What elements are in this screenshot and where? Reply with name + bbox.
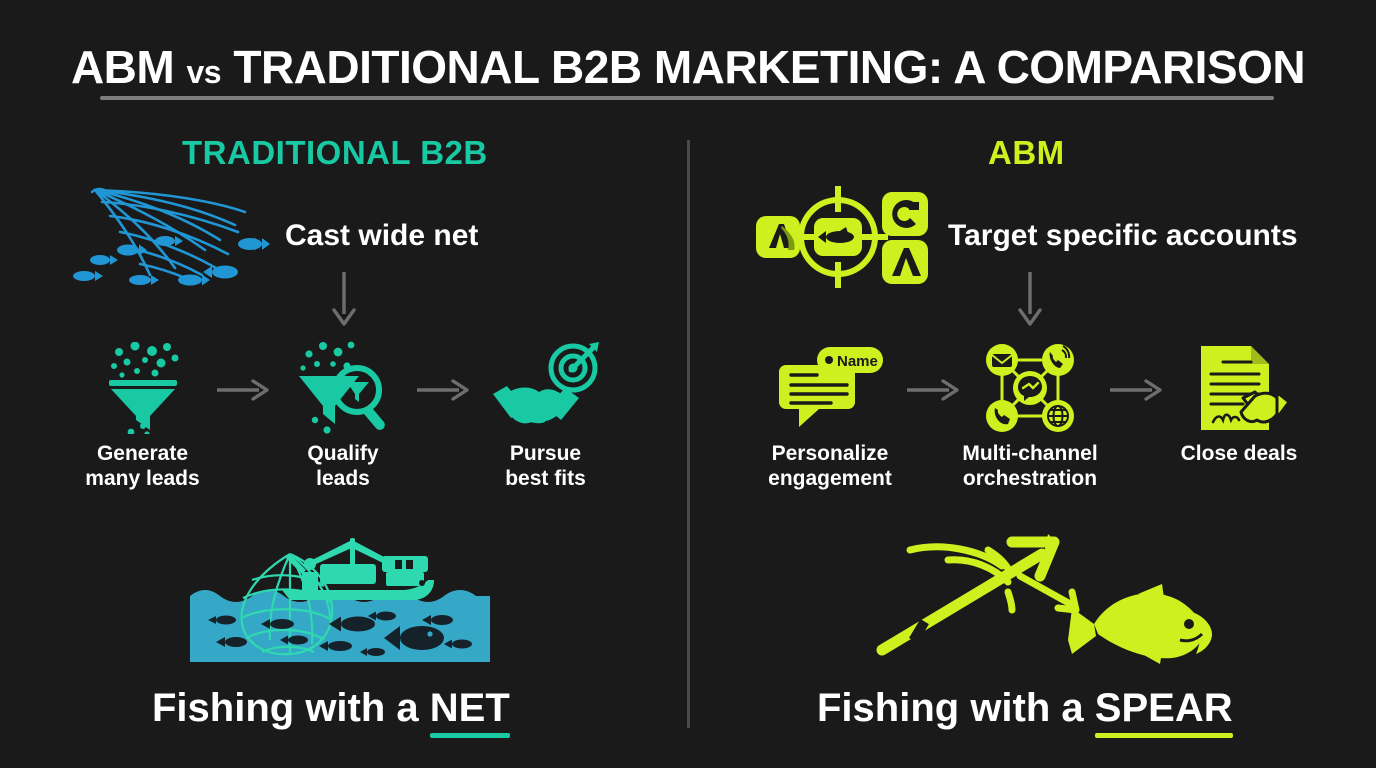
column-heading-traditional: TRADITIONAL B2B — [182, 134, 488, 171]
step-multichannel-orchestration: Multi-channel orchestration — [955, 340, 1105, 492]
flow-down-arrow-left — [330, 272, 358, 331]
speech-bubble-name-icon: Name — [755, 340, 905, 436]
step-close-deals: Close deals — [1168, 340, 1310, 467]
step-pursue-best-fits: Pursue best fits — [478, 340, 613, 492]
step-label: Generate many leads — [85, 442, 200, 490]
step-generate-many-leads: Generate many leads — [75, 340, 210, 492]
column-heading-abm: ABM — [988, 134, 1065, 171]
name-badge-text: Name — [837, 353, 878, 370]
fishing-boat-net-scene — [190, 528, 490, 673]
title-underline-rule — [100, 96, 1274, 100]
caption-highlight: NET — [429, 686, 510, 730]
step-arrow-right-1 — [905, 378, 961, 407]
hero-text-traditional: Cast wide net — [285, 219, 479, 252]
caption-underline — [429, 733, 510, 738]
multichannel-network-icon — [955, 340, 1105, 436]
caption-net: Fishing with a NET — [152, 686, 510, 738]
page-title: ABM vs TRADITIONAL B2B MARKETING: A COMP… — [0, 40, 1376, 94]
funnel-icon — [75, 340, 210, 436]
step-label: Pursue best fits — [505, 442, 586, 490]
step-label: Personalize engagement — [768, 442, 892, 490]
crosshair-target-accounts-icon — [752, 182, 930, 297]
caption-prefix: Fishing with a — [817, 686, 1095, 730]
title-part-1: ABM — [70, 41, 175, 93]
title-vs: vs — [186, 54, 222, 90]
caption-prefix: Fishing with a — [152, 686, 430, 730]
step-arrow-left-1 — [215, 378, 271, 407]
step-qualify-leads: Qualify leads — [278, 340, 408, 492]
fishing-net-icon — [70, 180, 270, 295]
caption-spear: Fishing with a SPEAR — [817, 686, 1233, 738]
step-label: Multi-channel orchestration — [962, 442, 1098, 490]
flow-down-arrow-right — [1016, 272, 1044, 331]
handshake-target-icon — [478, 340, 613, 436]
step-arrow-left-2 — [415, 378, 471, 407]
caption-underline — [1094, 733, 1233, 738]
step-label: Qualify leads — [307, 442, 379, 490]
contract-handshake-icon — [1168, 340, 1310, 436]
column-divider — [687, 140, 690, 728]
caption-highlight: SPEAR — [1094, 686, 1233, 730]
spear-fish-scene — [862, 528, 1242, 673]
step-arrow-right-2 — [1108, 378, 1164, 407]
step-label: Close deals — [1180, 442, 1298, 465]
title-part-2: TRADITIONAL B2B MARKETING: A COMPARISON — [233, 41, 1306, 93]
funnel-magnifier-icon — [278, 340, 408, 436]
hero-text-abm: Target specific accounts — [948, 219, 1298, 252]
step-personalize-engagement: Name Personalize engagement — [755, 340, 905, 492]
